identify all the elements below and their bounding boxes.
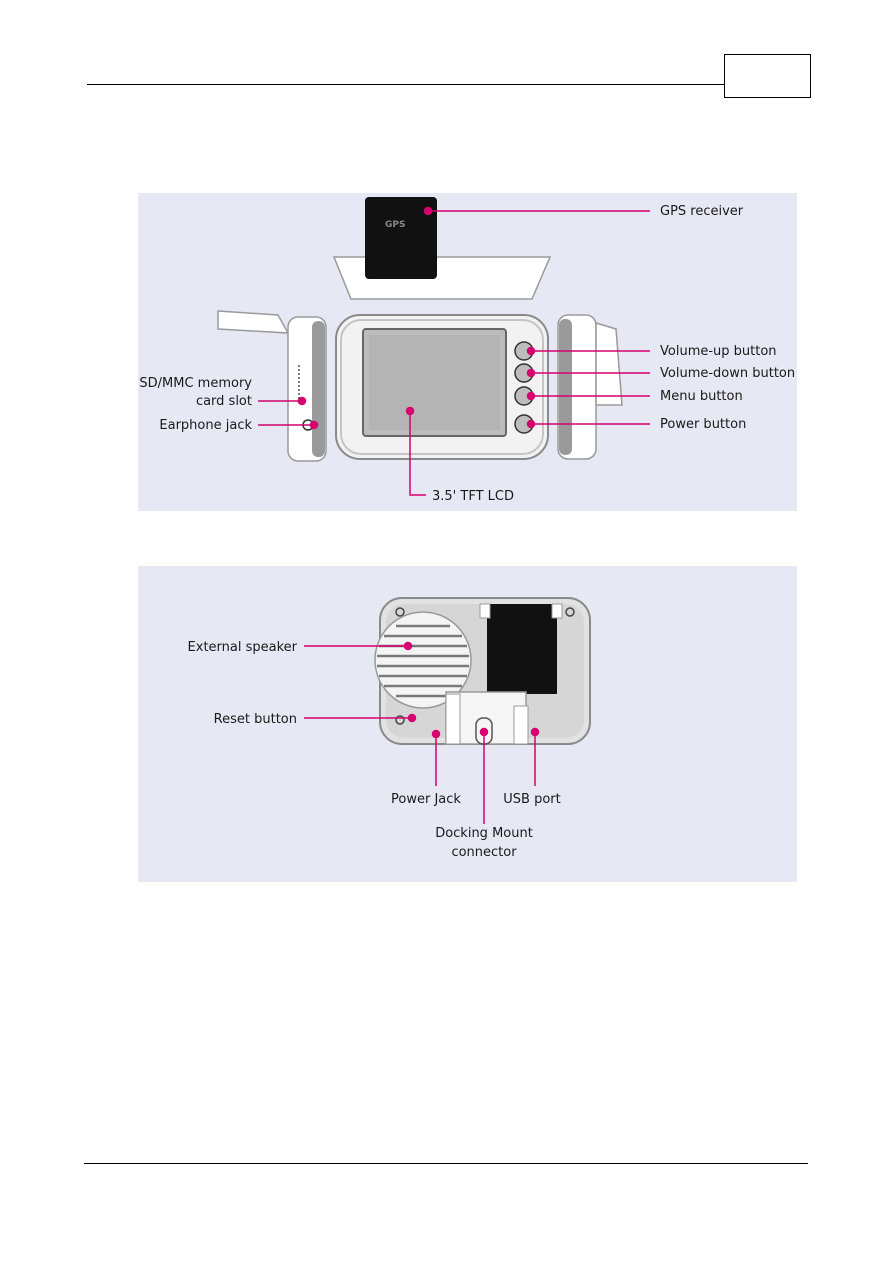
label-dock-line1: Docking Mount (435, 826, 533, 841)
footer-rule (84, 1163, 808, 1164)
label-menu: Menu button (660, 389, 743, 404)
header-rule (87, 84, 809, 85)
label-dock-line2: connector (451, 845, 517, 860)
label-volume-down: Volume-down button (660, 366, 795, 381)
label-volume-up: Volume-up button (660, 344, 777, 359)
label-speaker: External speaker (188, 640, 298, 655)
label-lcd: 3.5' TFT LCD (432, 489, 514, 504)
label-earphone: Earphone jack (159, 418, 252, 433)
svg-text:GPS: GPS (385, 220, 405, 230)
left-side-stub (218, 311, 288, 333)
back-card (487, 604, 557, 694)
label-power-jack: Power Jack (391, 792, 461, 807)
label-usb: USB port (503, 792, 560, 807)
label-sd-line2: card slot (196, 394, 252, 409)
label-gps-receiver: GPS receiver (660, 204, 744, 219)
back-view-figure: External speaker Reset button Power Jack… (138, 566, 797, 882)
back-view-diagram: External speaker Reset button Power Jack… (138, 566, 797, 882)
label-reset: Reset button (214, 712, 297, 727)
label-sd-line1: SD/MMC memory (139, 376, 252, 391)
front-view-diagram: GPS GPS receiver (138, 193, 797, 511)
front-view-figure: GPS GPS receiver (138, 193, 797, 511)
page-number-box (724, 54, 811, 98)
right-side-stub (596, 323, 622, 405)
label-power: Power button (660, 417, 746, 432)
